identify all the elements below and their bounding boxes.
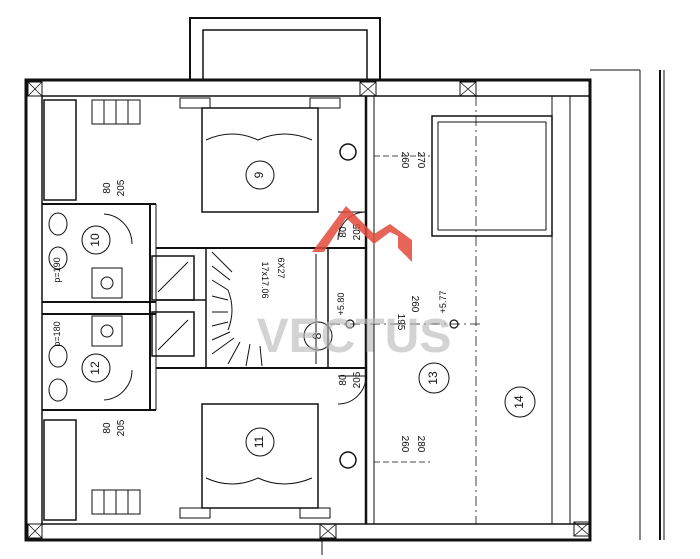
dim-door-205-d: 205 [116, 419, 127, 436]
stair-steps-label: 17x17.06 [260, 261, 270, 298]
top-balcony [189, 17, 381, 81]
level-577: +5.77 [438, 291, 448, 314]
dim-win-280: 280 [415, 436, 426, 453]
watermark-text: VECTUS [257, 310, 452, 363]
bathroom-fixtures [48, 212, 195, 402]
room-labels: 9 10 8 12 11 13 14 [81, 160, 536, 457]
staircase [211, 251, 317, 367]
bed-room-9 [43, 97, 341, 213]
room-9-label: 9 [252, 171, 266, 178]
room-14-label: 14 [512, 395, 526, 409]
room-8-label: 8 [310, 332, 324, 339]
dim-p190: p=190 [52, 257, 62, 282]
bed-room-11 [43, 403, 331, 521]
dim-p180: p=180 [52, 321, 62, 346]
dim-door-205-a: 205 [116, 179, 127, 196]
door-swings [103, 143, 367, 469]
columns [27, 81, 591, 539]
dim-door-80-d: 80 [102, 422, 113, 434]
exterior-walls [24, 69, 665, 555]
dim-door-205-b: 205 [352, 223, 363, 240]
terrace [330, 96, 571, 524]
room-12-label: 12 [88, 361, 102, 375]
room-13-label: 13 [426, 371, 440, 385]
dim-win-195: 195 [395, 314, 406, 331]
stair-size-label: 6X27 [276, 257, 286, 278]
dim-door-80-a: 80 [102, 182, 113, 194]
dim-door-80-b: 80 [338, 226, 349, 238]
watermark-logo: VECTUS [257, 206, 452, 363]
dimension-labels: 80 205 80 205 80 205 80 205 270 260 260 … [52, 152, 448, 453]
room-10-label: 10 [88, 233, 102, 247]
room-11-label: 11 [252, 435, 266, 448]
dim-door-205-c: 205 [352, 371, 363, 388]
dim-win-260-c: 260 [399, 436, 410, 453]
dim-win-270: 270 [415, 152, 426, 169]
dim-win-260-b: 260 [409, 296, 420, 313]
level-580: +5.80 [336, 293, 346, 316]
dim-win-260-a: 260 [399, 152, 410, 169]
dim-door-80-c: 80 [338, 374, 349, 386]
